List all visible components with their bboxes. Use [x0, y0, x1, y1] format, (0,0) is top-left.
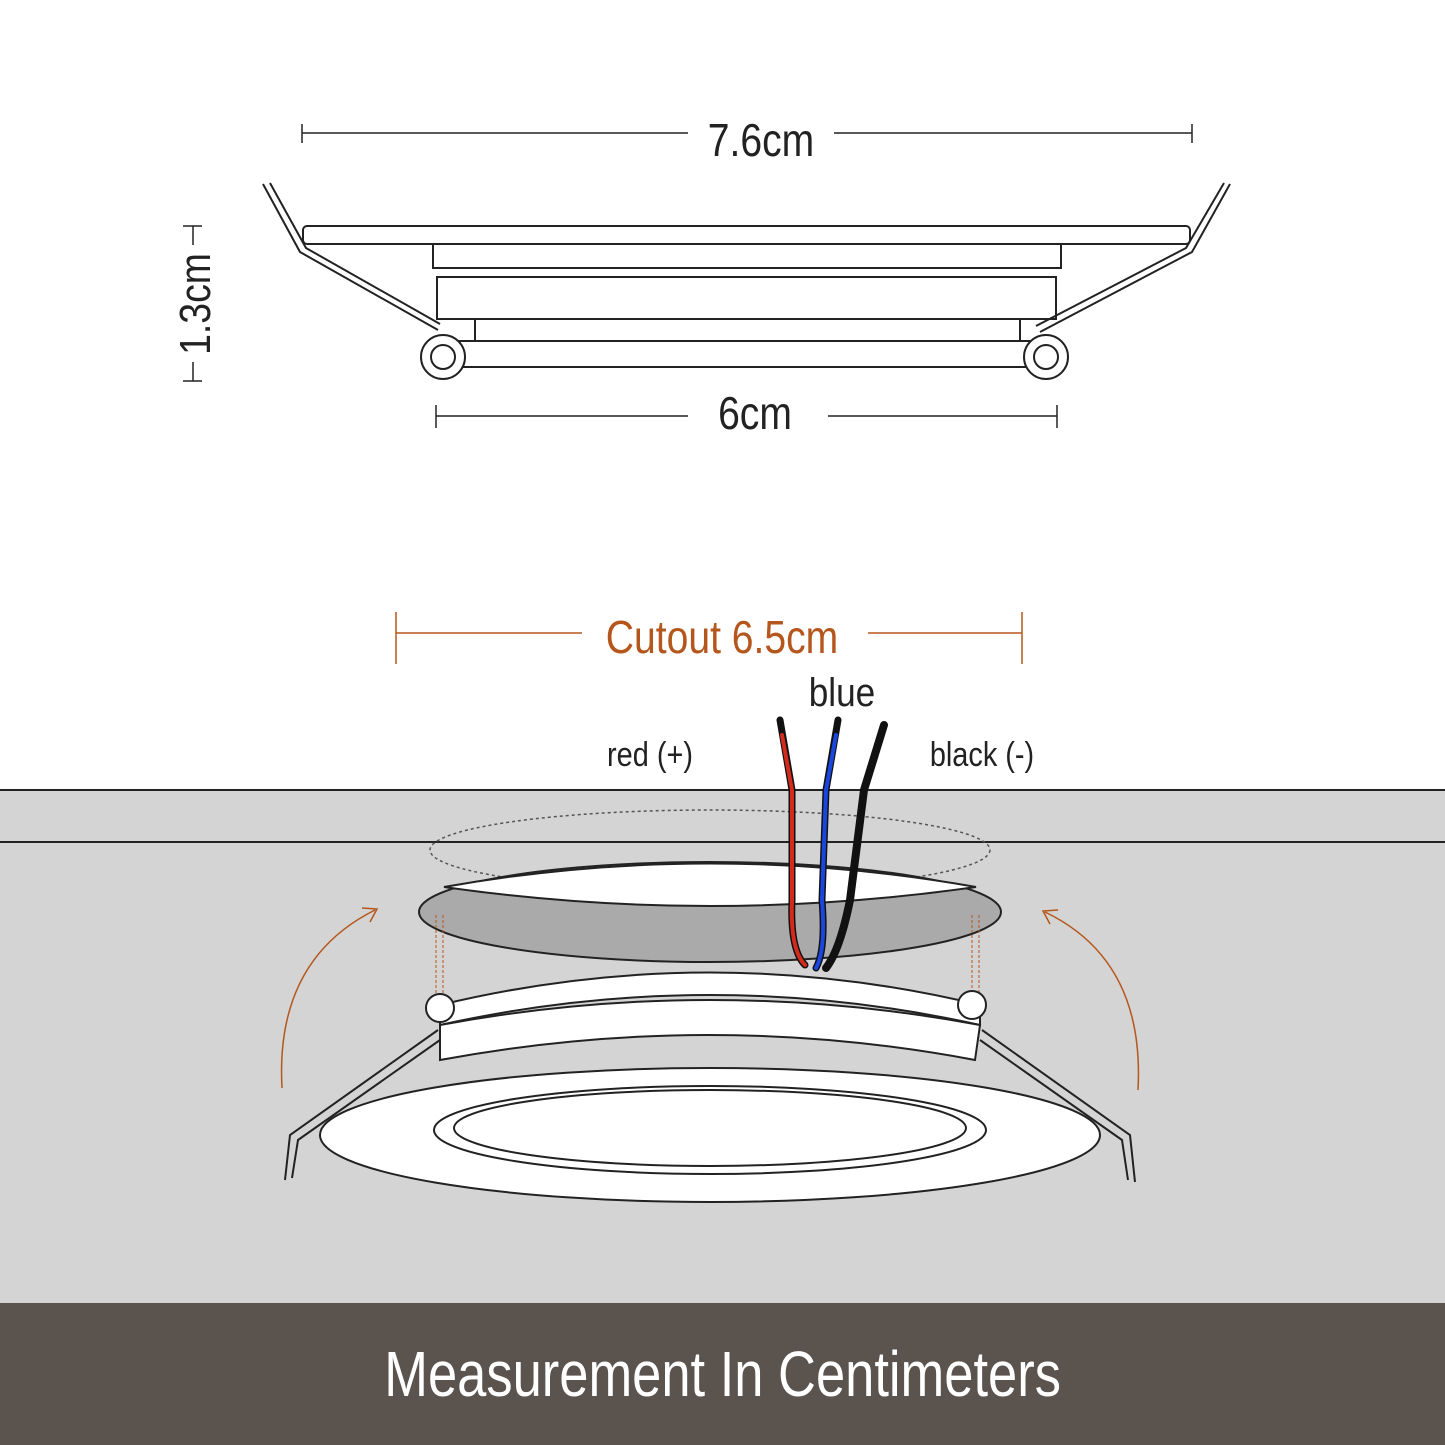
- downlight-fixture: [284, 971, 1136, 1203]
- cutout-dimension-line: [395, 612, 1023, 664]
- black-wire: [822, 721, 888, 972]
- side-view-drawing: [262, 182, 1231, 380]
- wire-label-blue: blue: [809, 670, 876, 715]
- rotate-arrow-right-icon: [1041, 909, 1140, 1091]
- cutout-label: Cutout 6.5cm: [606, 612, 838, 664]
- wire-label-red: red (+): [607, 735, 693, 774]
- dimension-height-label: 1.3cm: [170, 253, 220, 355]
- wire-label-black: black (-): [930, 735, 1034, 774]
- wires: [776, 716, 888, 972]
- dimension-line-height: [183, 225, 202, 382]
- dimension-line-base: [435, 405, 1058, 428]
- dimension-width-label: 7.6cm: [708, 115, 814, 167]
- rotate-arrow-left-icon: [280, 907, 379, 1089]
- dimension-base-label: 6cm: [718, 388, 792, 440]
- cutout-hole: [418, 861, 1002, 963]
- dimension-line-width: [301, 124, 1193, 143]
- footer-title: Measurement In Centimeters: [384, 1338, 1061, 1410]
- footer-banner: Measurement In Centimeters: [0, 1303, 1445, 1445]
